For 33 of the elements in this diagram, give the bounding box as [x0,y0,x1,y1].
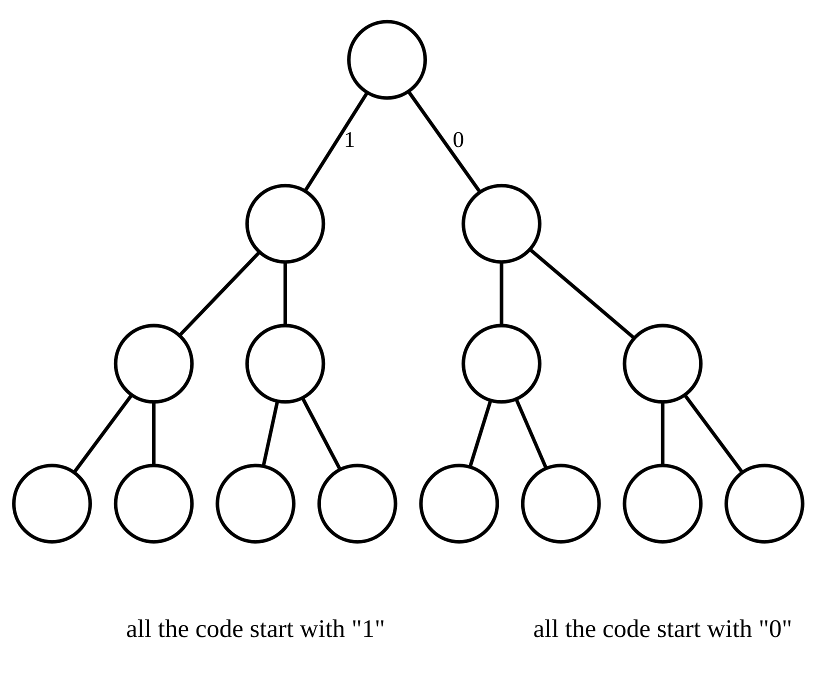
node-circle [622,323,703,404]
label: all the code start with "0" [533,614,792,643]
connector [152,402,156,465]
connector [283,262,288,325]
node-circle [114,463,194,544]
label: all the code start with "1" [126,614,385,643]
node-circle [245,183,326,264]
node-circle [216,463,296,544]
node-circle [462,183,542,264]
connector [72,393,134,473]
edge-label: 0 [452,126,464,152]
connector [468,399,492,468]
node-circle [114,323,194,404]
connector [407,90,482,193]
node-circle [317,463,398,544]
node-circle [724,463,804,544]
connector [660,402,664,465]
node-circle [520,463,601,544]
node-circle [462,323,542,404]
connector [500,262,504,325]
node-circle [245,323,326,404]
edge-label: 1 [344,126,356,152]
node-circle [622,463,703,544]
node-circle [347,19,427,100]
connector [301,397,342,470]
node-circle [12,463,92,544]
connector [528,248,636,339]
connector [304,91,369,192]
connector [178,250,261,336]
node-circle [419,463,500,544]
connector [262,400,280,466]
connector [683,393,744,473]
connector [514,398,548,468]
